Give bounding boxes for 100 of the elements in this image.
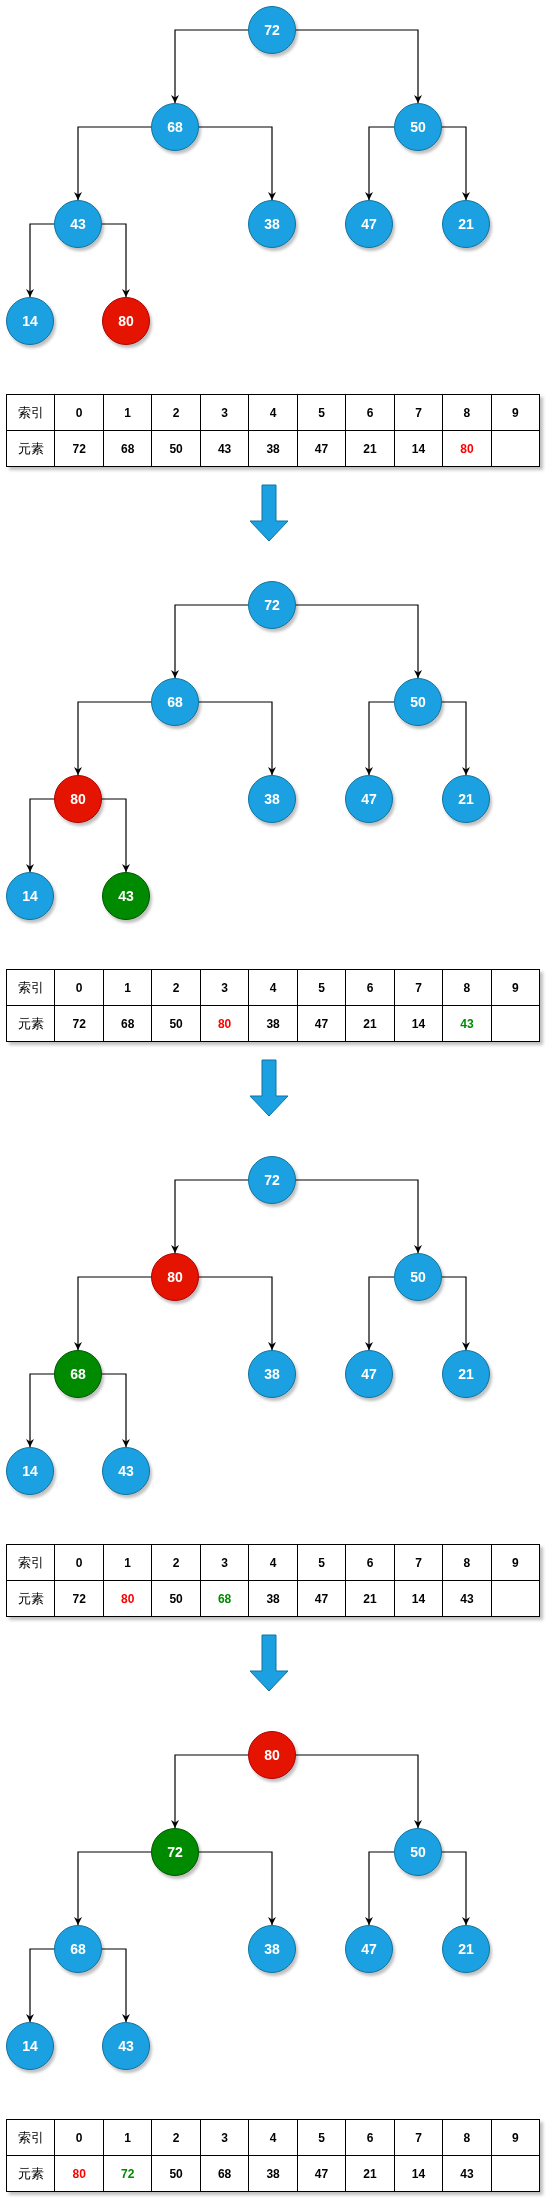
tree-node-circle: 72 [151, 1828, 199, 1876]
table-cell: 50 [151, 2155, 201, 2192]
tree-node-circle: 14 [6, 297, 54, 345]
tree-node-circle: 80 [102, 297, 150, 345]
table-cell: 21 [345, 2155, 395, 2192]
table-cell: 9 [491, 1544, 540, 1581]
table-cell: 72 [54, 1005, 104, 1042]
table-cell: 9 [491, 394, 540, 431]
table-cell: 0 [54, 969, 104, 1006]
arrow [171, 604, 249, 679]
arrow [101, 223, 130, 298]
table-cell: 8 [442, 394, 492, 431]
arrow [101, 798, 130, 873]
tree-node-circle: 43 [54, 200, 102, 248]
arrow [365, 1276, 395, 1351]
table-cell: 2 [151, 969, 201, 1006]
row-header-cell: 索引 [6, 394, 55, 431]
table-cell: 6 [345, 2119, 395, 2156]
table-cell: 21 [345, 430, 395, 467]
table-cell: 68 [200, 1580, 249, 1617]
tree-node-circle: 43 [102, 872, 150, 920]
table-cell: 6 [345, 1544, 395, 1581]
arrow [26, 1948, 55, 2023]
table-cell: 47 [297, 1005, 346, 1042]
tree-node-circle: 47 [345, 200, 393, 248]
arrow [365, 701, 395, 776]
arrow [101, 1948, 130, 2023]
row-header-cell: 元素 [6, 2155, 55, 2192]
table-cell: 47 [297, 2155, 346, 2192]
table-cell: 50 [151, 1580, 201, 1617]
table-cell: 43 [442, 2155, 492, 2192]
table-cell: 1 [103, 2119, 152, 2156]
table-cell: 68 [103, 1005, 152, 1042]
arrow [295, 604, 422, 679]
tree-node-circle: 80 [248, 1731, 296, 1779]
table-cell: 43 [442, 1005, 492, 1042]
table-cell: 43 [200, 430, 249, 467]
tree-node-circle: 38 [248, 1925, 296, 1973]
tree-node-circle: 14 [6, 2022, 54, 2070]
tree-node-circle: 47 [345, 1925, 393, 1973]
arrow [74, 1851, 152, 1926]
table-cell: 38 [248, 1005, 298, 1042]
tree-node-circle: 21 [442, 200, 490, 248]
table-cell: 38 [248, 1580, 298, 1617]
arrow [74, 1276, 152, 1351]
arrow [26, 1373, 55, 1448]
table-cell: 7 [394, 1544, 443, 1581]
table-cell: 6 [345, 969, 395, 1006]
table-cell: 8 [442, 2119, 492, 2156]
table-cell: 9 [491, 969, 540, 1006]
arrow [295, 1754, 422, 1829]
table-cell: 7 [394, 394, 443, 431]
table-cell: 5 [297, 2119, 346, 2156]
table-cell: 72 [54, 430, 104, 467]
table-cell: 43 [442, 1580, 492, 1617]
table-cell: 21 [345, 1580, 395, 1617]
table-cell: 68 [103, 430, 152, 467]
tree-node-circle: 68 [151, 678, 199, 726]
table-cell: 5 [297, 394, 346, 431]
table-cell: 8 [442, 969, 492, 1006]
arrow [441, 126, 470, 201]
table-cell: 38 [248, 430, 298, 467]
table-cell: 4 [248, 969, 298, 1006]
row-header-cell: 索引 [6, 1544, 55, 1581]
table-cell: 21 [345, 1005, 395, 1042]
arrow [198, 1276, 276, 1351]
arrow [171, 1179, 249, 1254]
arrow [26, 798, 55, 873]
row-header-cell: 元素 [6, 1580, 55, 1617]
table-cell: 72 [103, 2155, 152, 2192]
tree-node-circle: 47 [345, 775, 393, 823]
table-cell: 47 [297, 1580, 346, 1617]
tree-node-circle: 21 [442, 1925, 490, 1973]
table-cell: 80 [200, 1005, 249, 1042]
tree-node-circle: 43 [102, 2022, 150, 2070]
table-cell: 38 [248, 2155, 298, 2192]
table-cell: 2 [151, 2119, 201, 2156]
tree-node-circle: 14 [6, 872, 54, 920]
table-cell: 80 [103, 1580, 152, 1617]
arrow [26, 223, 55, 298]
arrow [441, 1851, 470, 1926]
tree-node-circle: 38 [248, 1350, 296, 1398]
table-cell: 80 [442, 430, 492, 467]
tree-node-circle: 21 [442, 1350, 490, 1398]
tree-node-circle: 43 [102, 1447, 150, 1495]
table-cell: 0 [54, 394, 104, 431]
table-cell: 9 [491, 2119, 540, 2156]
row-header-cell: 索引 [6, 2119, 55, 2156]
table-cell: 8 [442, 1544, 492, 1581]
table-cell: 4 [248, 394, 298, 431]
table-cell: 2 [151, 394, 201, 431]
arrow [198, 1851, 276, 1926]
table-cell: 4 [248, 2119, 298, 2156]
tree-node-circle: 50 [394, 103, 442, 151]
arrow [295, 1179, 422, 1254]
table-cell: 47 [297, 430, 346, 467]
tree-node-circle: 38 [248, 200, 296, 248]
tree-node-circle: 68 [151, 103, 199, 151]
arrow [198, 701, 276, 776]
arrow [441, 1276, 470, 1351]
